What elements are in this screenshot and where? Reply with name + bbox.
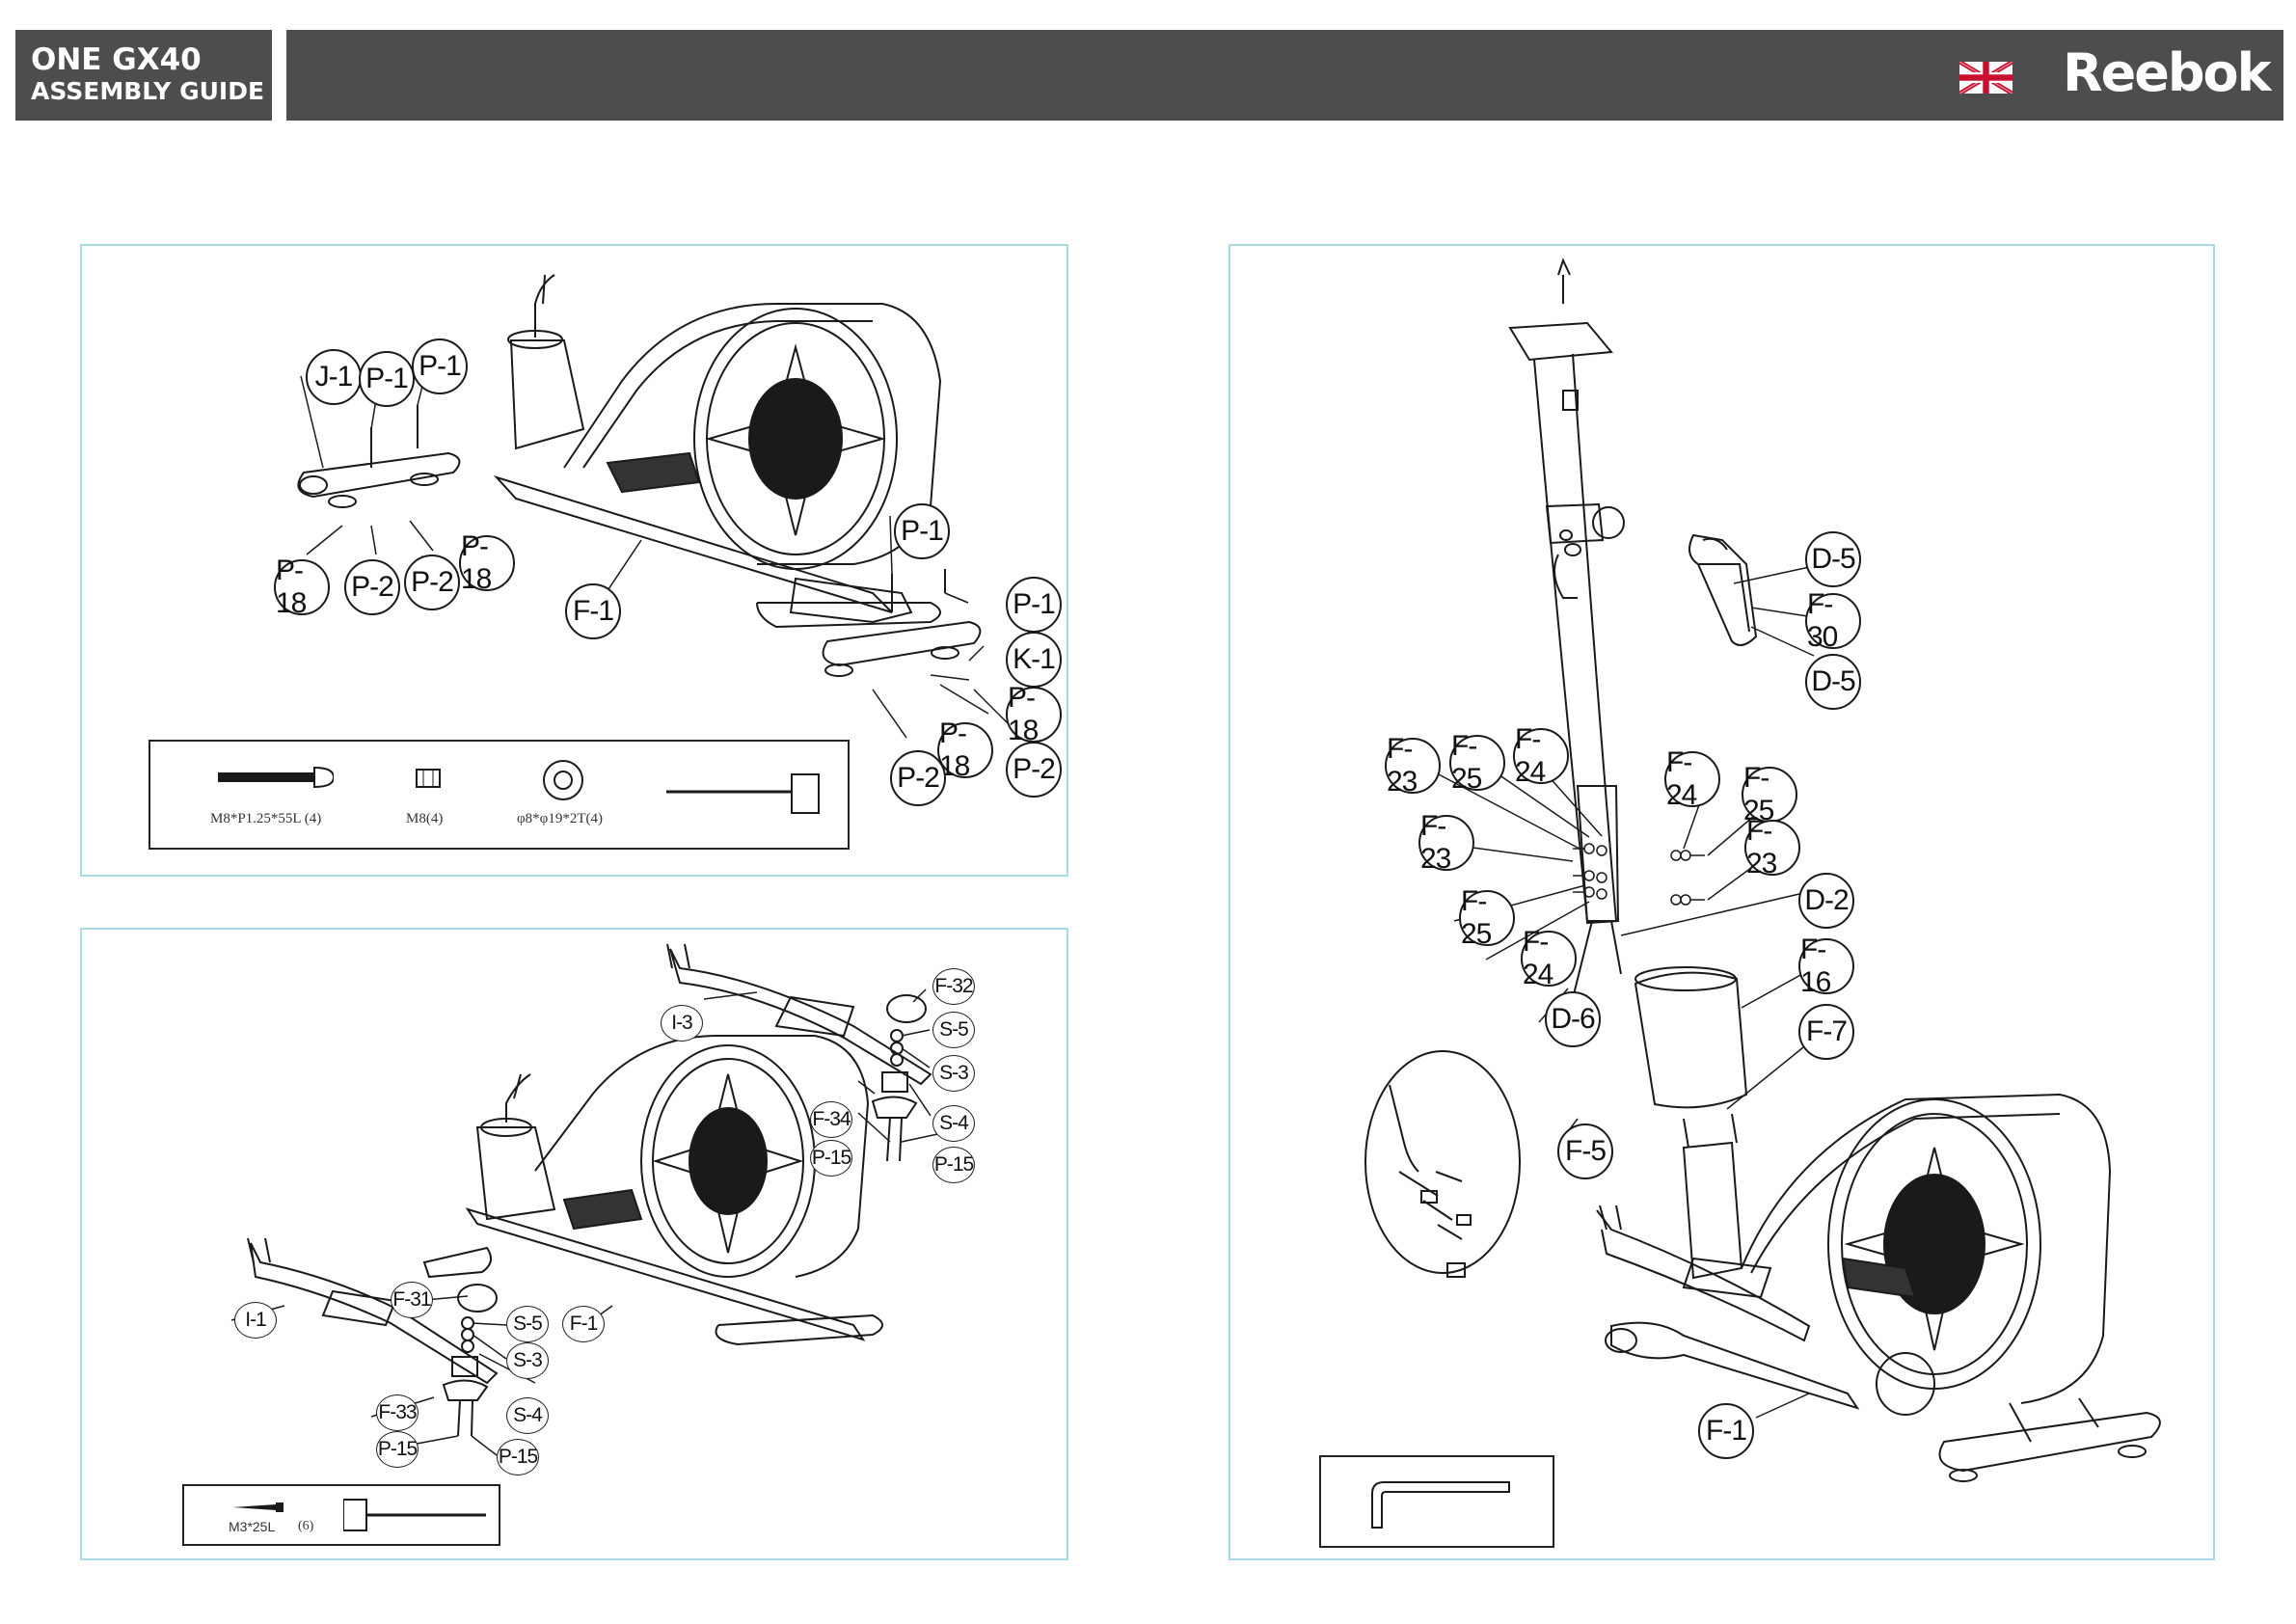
callout-f-24: F-24 [1513,723,1569,788]
screw-count: (6) [298,1519,314,1533]
callout-f-25: F-25 [1742,762,1797,826]
callout-d-5: D-5 [1805,654,1861,710]
callout-p-1: P-1 [1006,577,1062,633]
guide-subtitle: ASSEMBLY GUIDE [31,77,265,105]
screw-icon [232,1502,284,1512]
callout-p-18: P-18 [1006,682,1062,746]
callout-f-25: F-25 [1459,885,1515,950]
callout-f-1: F-1 [565,583,621,639]
guide-title-block: ONE GX40 ASSEMBLY GUIDE [15,30,272,121]
callout-p-18: P-18 [459,530,515,595]
callout-f-25: F-25 [1449,730,1505,795]
callout-s-4: S-4 [932,1105,975,1142]
step-feet-panel: J-1 P-1 P-1 P-18 P-2 P-2 P-18 F-1 P-1 P-… [80,244,1068,877]
nut-spec: M8(4) [406,811,444,826]
callout-f-34: F-34 [810,1101,852,1138]
callout-i-3: I-3 [661,1005,703,1042]
hardware-box [1319,1455,1554,1548]
callout-d-6: D-6 [1545,991,1601,1047]
brand-logo: Reebok [2063,42,2271,103]
uk-flag-icon [1959,62,2012,94]
hardware-box: M8*P1.25*55L (4) M8(4) φ8*φ19*2T(4) [149,740,850,850]
callout-p-2: P-2 [890,750,946,806]
step-upright-panel: D-5 F-30 D-5 F-23 F-25 F-24 F-24 F-25 F-… [1229,244,2215,1560]
screwdriver-icon [343,1499,486,1531]
callout-p-18: P-18 [937,717,993,782]
washer-spec: φ8*φ19*2T(4) [517,811,603,826]
callout-f-24: F-24 [1521,926,1577,990]
callout-f-30: F-30 [1805,588,1861,653]
callout-j-1: J-1 [306,349,362,405]
callout-p-15: P-15 [932,1147,975,1183]
callout-s-3: S-3 [506,1342,549,1379]
callout-i-1: I-1 [234,1302,277,1339]
upright-assembly-illustration [1364,257,2161,1482]
callout-p-1: P-1 [359,351,415,407]
callout-f-23: F-23 [1385,733,1441,798]
callout-s-4: S-4 [506,1397,549,1434]
hardware-box: M3*25L (6) [182,1484,500,1546]
callout-s-3: S-3 [932,1055,975,1092]
callout-f-16: F-16 [1798,934,1854,998]
callout-f-24: F-24 [1664,746,1720,811]
callout-p-18: P-18 [274,555,330,619]
pedal-assembly-illustration [230,943,970,1456]
callout-f-1: F-1 [562,1306,605,1342]
callout-f-5: F-5 [1557,1123,1613,1179]
callout-f-23: F-23 [1744,815,1800,880]
callout-p-1: P-1 [894,503,950,559]
callout-f-7: F-7 [1798,1004,1854,1060]
allen-key-icon [1371,1481,1510,1529]
step-pedals-panel: F-32 I-3 S-5 S-3 F-34 S-4 P-15 P-15 F-31… [80,928,1068,1560]
callout-s-5: S-5 [932,1012,975,1048]
elliptical-base-illustration [297,274,1013,739]
nut-icon [416,769,441,788]
callout-d-2: D-2 [1798,873,1854,929]
callout-p-15: P-15 [810,1140,852,1177]
model-name: ONE GX40 [31,42,202,77]
callout-p-1: P-1 [412,338,468,394]
callout-f-23: F-23 [1418,810,1474,875]
bolt-icon [218,766,334,789]
callout-s-5: S-5 [506,1306,549,1342]
callout-p-15: P-15 [497,1439,539,1475]
callout-p-2: P-2 [404,555,460,610]
header-bar: Reebok [286,30,2283,121]
callout-f-33: F-33 [376,1394,419,1431]
callout-f-32: F-32 [932,968,975,1005]
bolt-spec: M8*P1.25*55L (4) [210,811,322,826]
callout-p-2: P-2 [344,559,400,615]
screw-spec: M3*25L [229,1519,276,1534]
callout-k-1: K-1 [1006,632,1062,688]
callout-f-1: F-1 [1698,1403,1754,1459]
callout-p-2: P-2 [1006,742,1062,798]
callout-f-31: F-31 [391,1282,433,1318]
screwdriver-icon [666,773,820,814]
callout-p-15: P-15 [376,1431,419,1468]
washer-icon [543,760,583,800]
callout-d-5: D-5 [1805,531,1861,587]
